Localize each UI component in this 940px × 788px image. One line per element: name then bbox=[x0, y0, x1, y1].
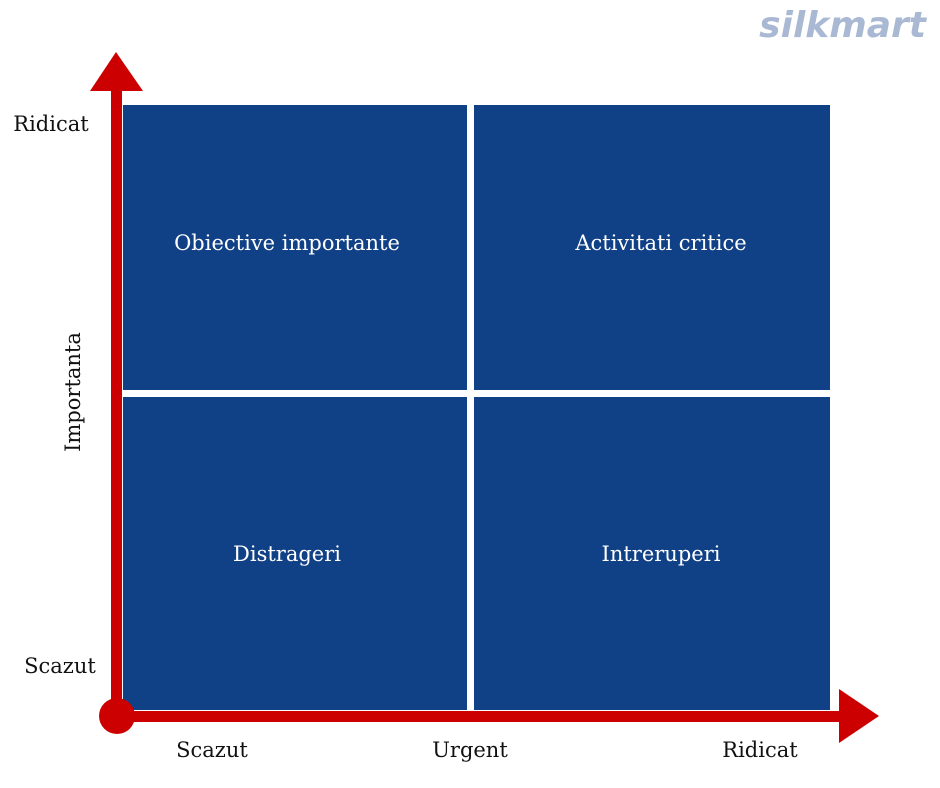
quadrant-label-top-right: Activitati critice bbox=[574, 231, 746, 255]
x-axis-high-label: Ridicat bbox=[722, 738, 798, 762]
quadrant-label-bottom-right: Intreruperi bbox=[602, 542, 721, 566]
y-axis-high-label: Ridicat bbox=[13, 112, 89, 136]
y-axis-low-label: Scazut bbox=[24, 654, 96, 678]
quadrant-label-top-left: Obiective importante bbox=[174, 231, 400, 255]
y-axis-title: Importanta bbox=[61, 332, 85, 452]
x-axis-title: Urgent bbox=[432, 738, 508, 762]
quadrant-top-left bbox=[123, 105, 467, 390]
quadrant-bottom-left bbox=[123, 397, 467, 710]
x-axis-low-label: Scazut bbox=[176, 738, 248, 762]
origin-dot bbox=[99, 698, 135, 734]
y-axis-line bbox=[111, 86, 122, 718]
y-axis-arrow-icon bbox=[90, 52, 143, 91]
quadrant-label-bottom-left: Distrageri bbox=[233, 542, 341, 566]
brand-logo: silkmart bbox=[759, 5, 928, 46]
x-axis-line bbox=[112, 711, 842, 722]
quadrant-bottom-right bbox=[474, 397, 830, 710]
x-axis-arrow-icon bbox=[839, 689, 879, 743]
quadrant-top-right bbox=[474, 105, 830, 390]
